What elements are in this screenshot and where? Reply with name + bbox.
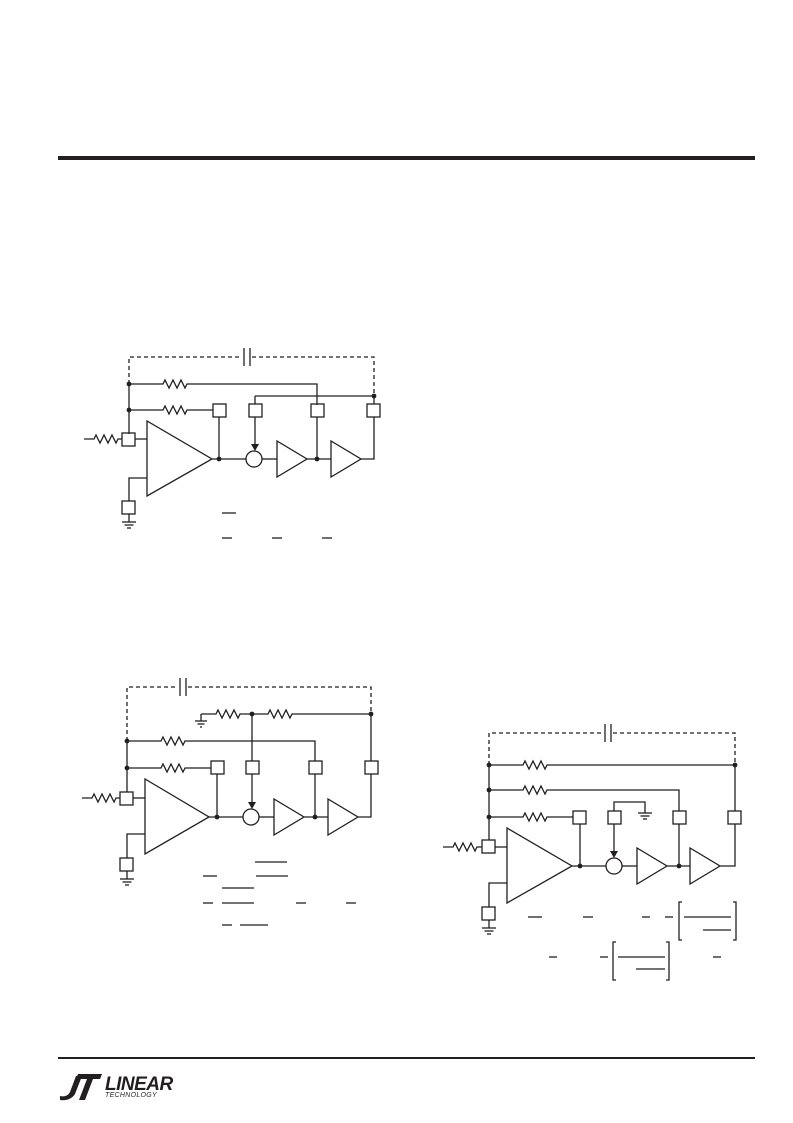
footer-rule bbox=[58, 1057, 755, 1059]
linear-technology-logo: LINEAR TECHNOLOGY bbox=[58, 1068, 178, 1108]
logo-tagline-text: TECHNOLOGY bbox=[105, 1092, 158, 1099]
lt-logo-icon bbox=[60, 1074, 102, 1101]
logo-brand-text: LINEAR bbox=[105, 1074, 173, 1095]
header-rule bbox=[58, 156, 755, 160]
